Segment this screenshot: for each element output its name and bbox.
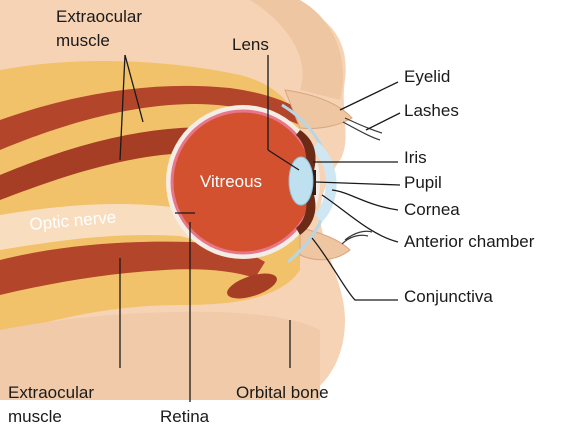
label-orbital-bone: Orbital bone — [236, 383, 329, 402]
label-retina: Retina — [160, 407, 210, 426]
upper-lashes — [343, 118, 382, 140]
label-extraocular-bottom-line2: muscle — [8, 407, 62, 426]
lower-lashes — [342, 231, 372, 244]
label-eyelid: Eyelid — [404, 67, 450, 86]
label-conjunctiva: Conjunctiva — [404, 287, 493, 306]
label-cornea: Cornea — [404, 200, 460, 219]
label-lashes: Lashes — [404, 101, 459, 120]
label-extraocular-top-line2: muscle — [56, 31, 110, 50]
label-iris: Iris — [404, 148, 427, 167]
label-lens: Lens — [232, 35, 269, 54]
leader-eyelid — [340, 82, 398, 110]
leader-cornea — [332, 190, 398, 210]
label-extraocular-bottom-line1: Extraocular — [8, 383, 94, 402]
label-anterior-chamber: Anterior chamber — [404, 232, 535, 251]
leader-lashes — [366, 113, 400, 130]
label-extraocular-top-line1: Extraocular — [56, 7, 142, 26]
label-pupil: Pupil — [404, 173, 442, 192]
lens-shape — [289, 157, 313, 205]
label-vitreous: Vitreous — [200, 172, 262, 191]
